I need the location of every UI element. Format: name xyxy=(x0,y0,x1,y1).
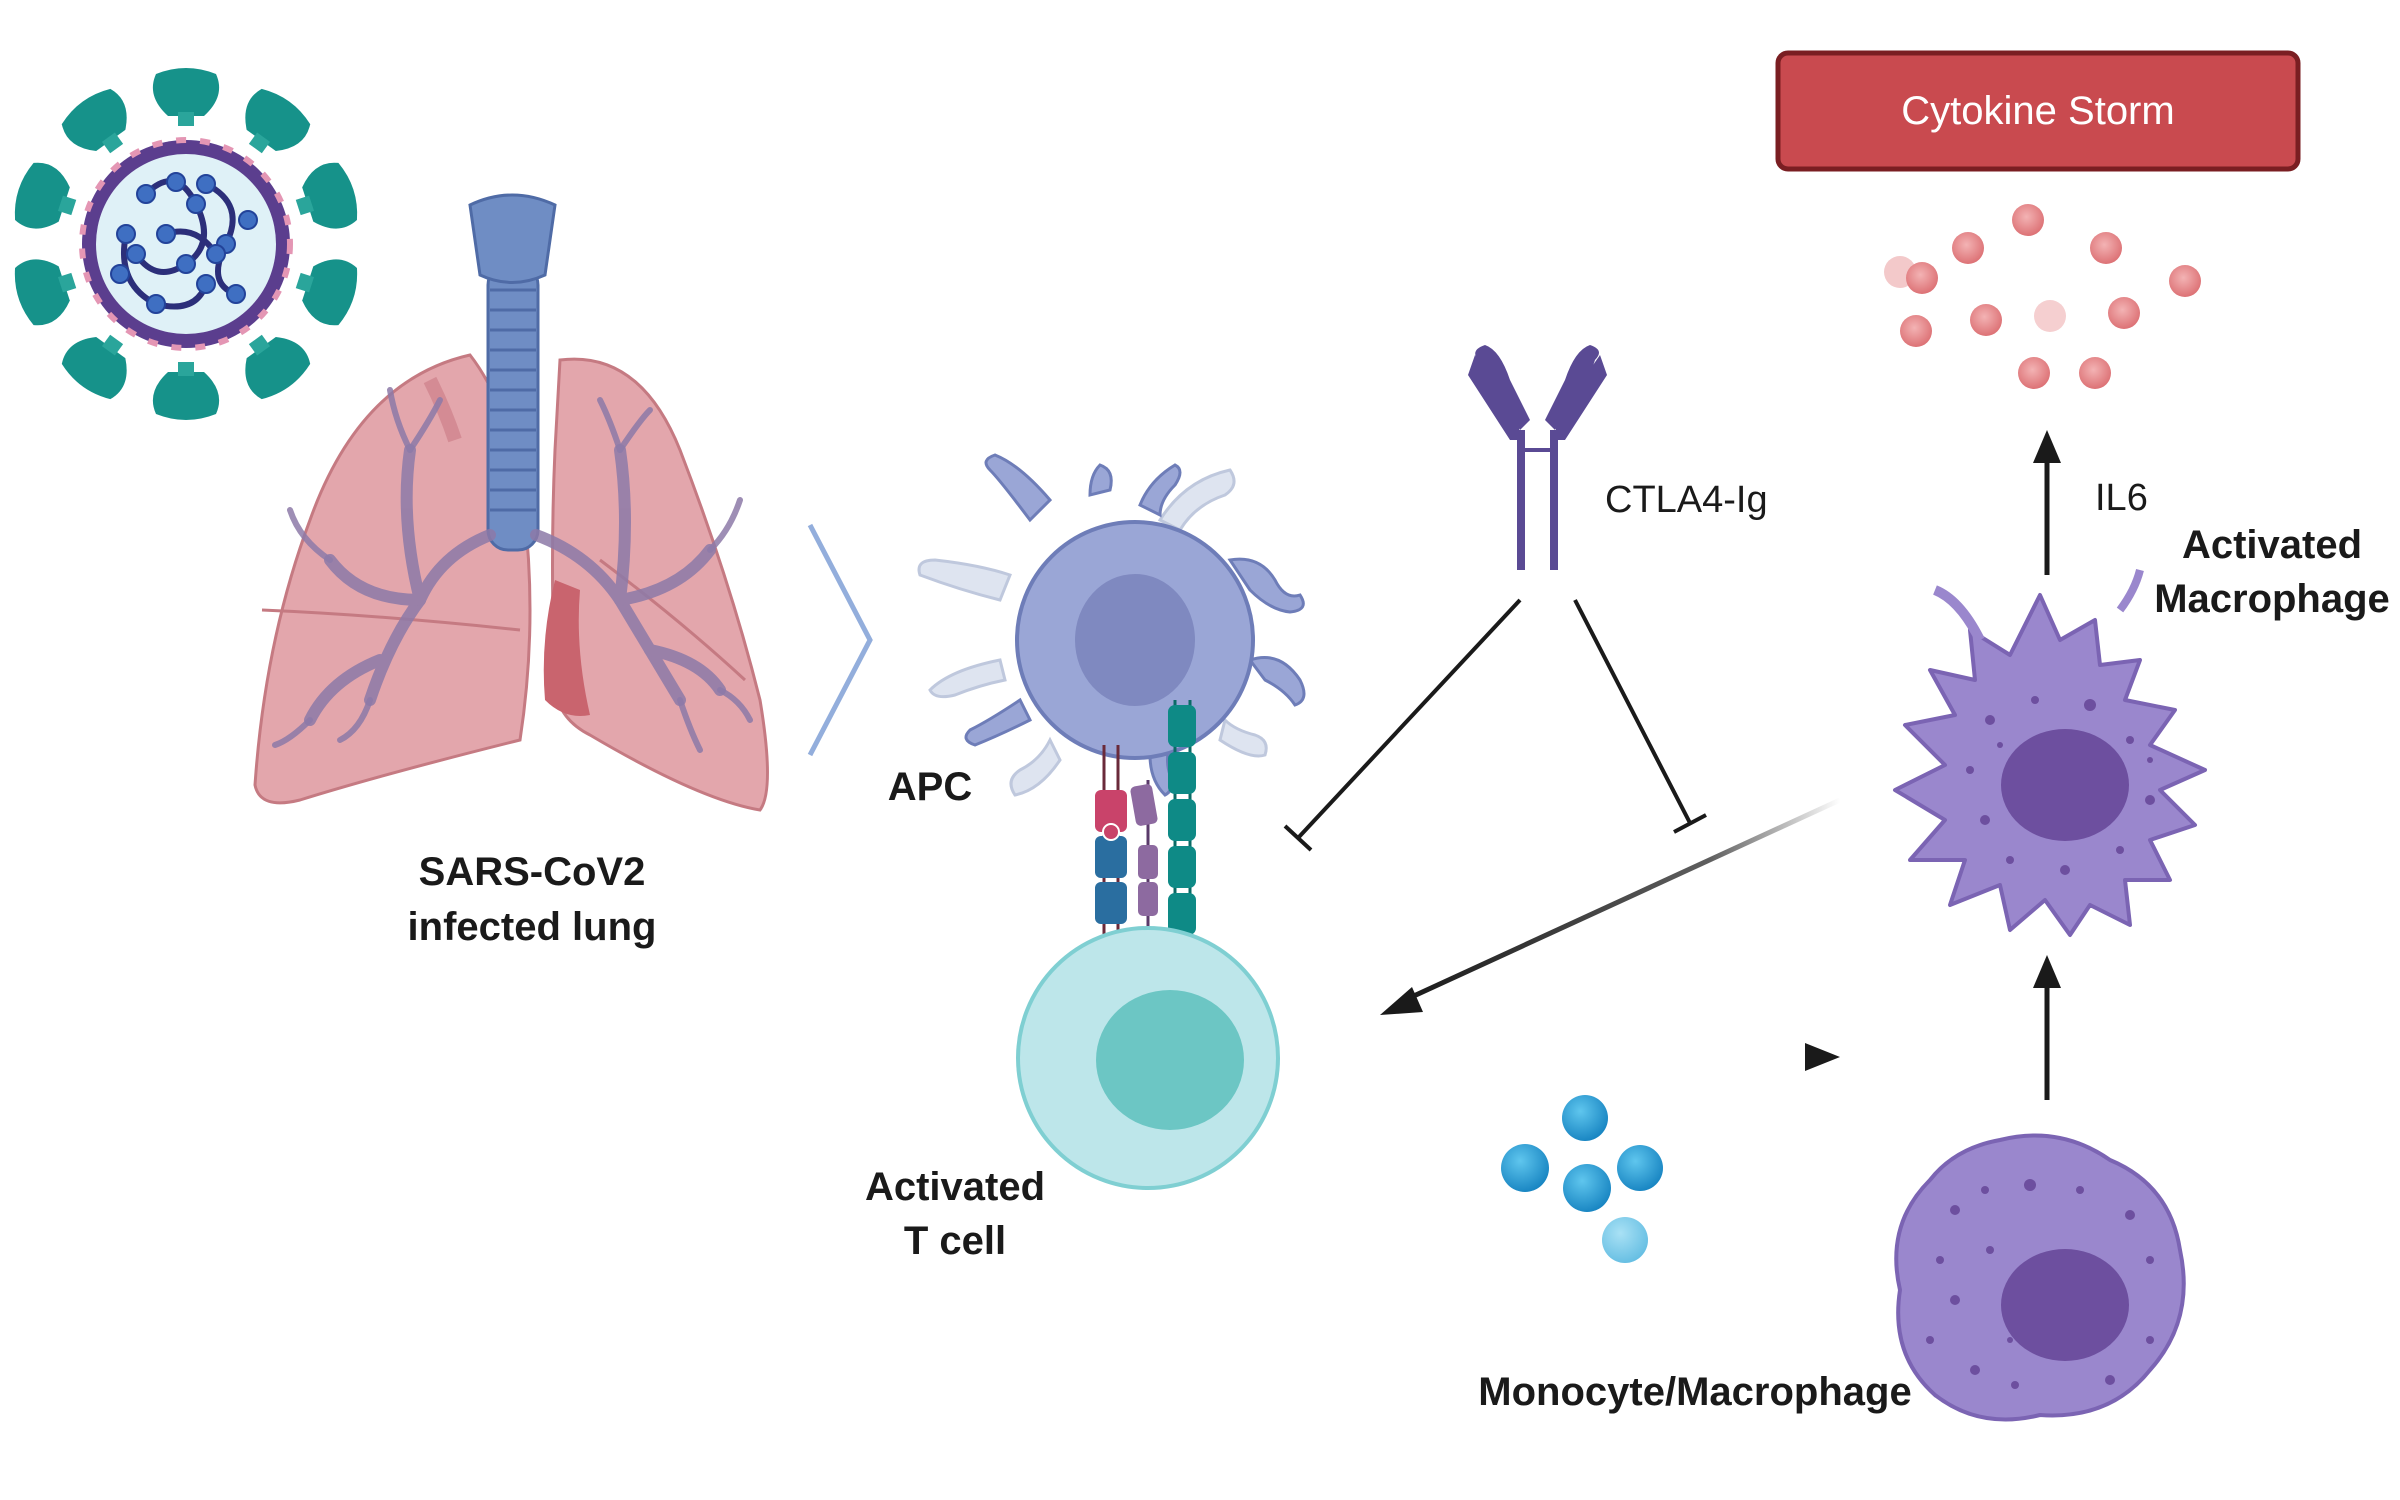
infected-lung-icon xyxy=(253,193,769,812)
activated-macrophage-icon xyxy=(1893,568,2207,937)
monocyte-macrophage-icon xyxy=(1894,1133,2186,1422)
apc-label: APC xyxy=(888,765,972,809)
t-cell-label-line1: Activated xyxy=(865,1165,1045,1209)
arrow-macrophage-to-cytokines xyxy=(2033,430,2061,575)
macrophage-label-line1: Activated xyxy=(2182,523,2362,567)
chevron-right-icon xyxy=(807,523,873,757)
t-cell-label-line2: T cell xyxy=(904,1219,1006,1263)
il6-label: IL6 xyxy=(2095,477,2148,519)
ctla4-ig-antibody-icon xyxy=(1468,345,1607,570)
cytokine-storm-label: Cytokine Storm xyxy=(1901,89,2174,133)
apc-cell-icon xyxy=(917,453,1306,797)
cytokine-storm-box: Cytokine Storm xyxy=(1775,50,2301,172)
macrophage-label-line2: Macrophage xyxy=(2154,577,2390,621)
virus-icon xyxy=(14,68,358,420)
receptor-complex-icon xyxy=(1095,700,1196,975)
arrow-macrophage-to-tcell xyxy=(1380,797,1842,1015)
lung-label-line1: SARS-CoV2 xyxy=(419,850,646,894)
lung-label-line2: infected lung xyxy=(408,905,657,949)
t-cell-icon xyxy=(1016,926,1280,1190)
monocyte-label: Monocyte/Macrophage xyxy=(1478,1370,1911,1414)
inhibition-line xyxy=(1573,599,1707,834)
arrow-monocyte-to-macrophage xyxy=(2033,955,2061,1100)
ctla4-ig-label: CTLA4-Ig xyxy=(1605,479,1768,521)
arrow-tcell-to-monocyte xyxy=(1340,1043,1840,1071)
cytokine-dots-pink xyxy=(1884,204,2201,389)
inhibition-line xyxy=(1283,598,1522,852)
cytokine-dots-blue xyxy=(1501,1095,1663,1263)
